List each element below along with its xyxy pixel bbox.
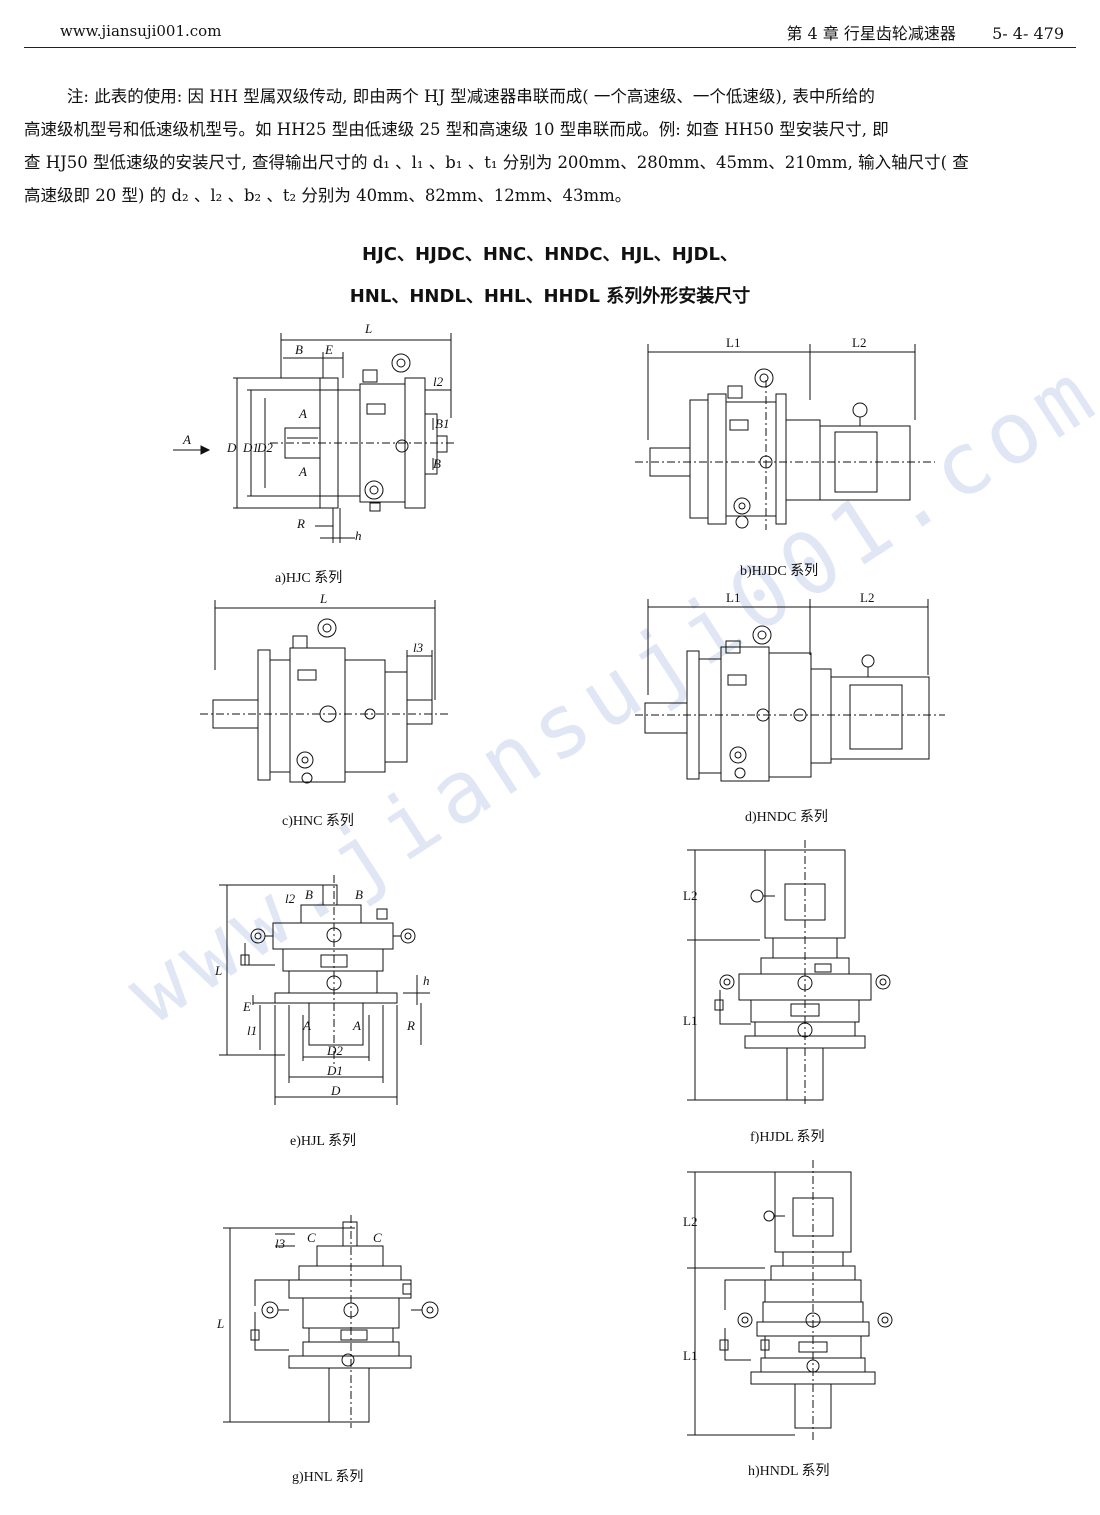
label-L2: L2 [683,888,697,903]
label-L1: L1 [726,590,740,605]
caption-hjdl: f)HJDL 系列 [750,1130,825,1145]
label-L2: L2 [860,590,874,605]
figure-hndl: L2 L1 [683,1160,893,1442]
label-L: L [319,591,327,606]
section-title-1: HJC、HJDC、HNC、HNDC、HJL、HJDL、 [362,244,738,265]
figure-hnl: L l3 C C [216,1215,439,1428]
note-line-1: 注: 此表的使用: 因 HH 型属双级传动, 即由两个 HJ 型减速器串联而成(… [66,87,875,106]
note-line-4: 高速级即 20 型) 的 d₂ 、l₂ 、b₂ 、t₂ 分别为 40mm、82m… [24,186,632,205]
label-B-right: B [433,456,441,471]
label-C-right: C [373,1230,382,1245]
caption-hndc: d)HNDC 系列 [745,810,828,825]
site-url: www.jiansuji001.com [60,22,222,40]
label-B1: B1 [435,416,449,431]
caption-hndl: h)HNDL 系列 [748,1464,830,1479]
caption-hnl: g)HNL 系列 [292,1470,364,1485]
label-B-right: B [355,887,363,902]
page-number: 5- 4- 479 [992,24,1064,43]
label-L1: L1 [726,335,740,350]
label-L: L [216,1316,224,1331]
chapter-title: 第 4 章 行星齿轮减速器 [786,24,956,43]
figure-hjl: L l2 B B E l1 A A h R D2 D1 D [214,875,430,1105]
label-l3: l3 [275,1236,286,1251]
chapter-page: 第 4 章 行星齿轮减速器 5- 4- 479 [786,20,1064,44]
figure-hjdc: L1 L2 [635,335,935,530]
usage-note: 注: 此表的使用: 因 HH 型属双级传动, 即由两个 HJ 型减速器串联而成(… [24,80,1078,212]
label-A-arrow: A [182,432,191,447]
label-C-left: C [307,1230,316,1245]
label-D: D [226,440,237,455]
figure-hjdl: L2 L1 [683,840,891,1105]
label-A-right: A [352,1018,361,1033]
label-L: L [364,321,372,336]
figure-hndc: L1 L2 [635,590,945,782]
label-E: E [242,999,251,1014]
label-L2: L2 [683,1214,697,1229]
label-l2: l2 [433,374,444,389]
label-A-left: A [302,1018,311,1033]
label-B-left: B [305,887,313,902]
label-h: h [423,973,430,988]
label-D2: D2 [256,440,273,455]
label-L: L [214,963,222,978]
label-D1: D1 [242,440,259,455]
label-A-section: A [298,406,307,421]
label-l2: l2 [285,891,296,906]
label-E: E [324,342,333,357]
caption-hnc: c)HNC 系列 [282,814,354,829]
label-L1: L1 [683,1013,697,1028]
label-L2: L2 [852,335,866,350]
note-line-2: 高速级机型号和低速级机型号。如 HH25 型由低速级 25 型和高速级 10 型… [24,120,889,139]
label-B: B [295,342,303,357]
label-l3: l3 [413,640,424,655]
caption-hjdc: b)HJDC 系列 [740,564,819,579]
label-h: h [355,528,362,543]
label-R: R [406,1018,415,1033]
label-l1: l1 [247,1023,257,1038]
section-title-2: HNL、HNDL、HHL、HHDL 系列外形安装尺寸 [349,286,751,307]
figure-hnc: L l3 [200,591,450,784]
label-D2: D2 [326,1043,343,1058]
figure-hjc: L B E l2 A A A D D1 D2 B1 B R h [173,321,455,543]
label-L1: L1 [683,1348,697,1363]
label-D1: D1 [326,1063,343,1078]
label-D: D [330,1083,341,1098]
label-A-section-2: A [298,464,307,479]
header-rule [24,47,1076,48]
label-R: R [296,516,305,531]
caption-hjl: e)HJL 系列 [290,1134,356,1149]
note-line-3: 查 HJ50 型低速级的安装尺寸, 查得输出尺寸的 d₁ 、l₁ 、b₁ 、t₁… [24,153,969,172]
caption-hjc: a)HJC 系列 [275,571,343,586]
